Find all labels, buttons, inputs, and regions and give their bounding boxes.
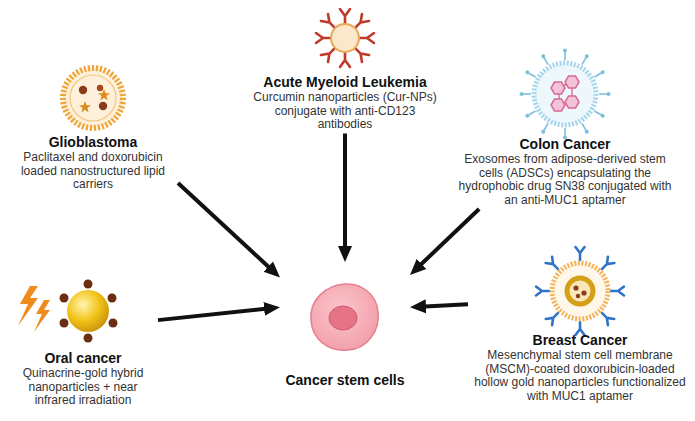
node-description: Mesenchymal stem cell membrane (MSCM)-co… (471, 349, 689, 403)
quinacrine-gold-icon (18, 280, 118, 343)
icon-space (11, 64, 175, 134)
icon-space (11, 274, 155, 350)
lipid-carrier-icon (63, 68, 123, 128)
node-description: Exosomes from adipose-derived stem cells… (455, 153, 675, 207)
arrow-connector (417, 209, 479, 268)
antibody-node: Acute Myeloid LeukemiaCurcumin nanoparti… (245, 2, 445, 134)
arrow-connector (420, 304, 468, 306)
icon-space (283, 264, 407, 372)
node-description: Curcumin nanoparticles (Cur-NPs) conjuga… (248, 91, 442, 132)
node-description: Paclitaxel and doxorubicin loaded nanost… (11, 151, 175, 192)
icon-space (248, 4, 442, 74)
membrane-node: Breast CancerMesenchymal stem cell membr… (468, 250, 692, 405)
node-title: Glioblastoma (11, 134, 175, 151)
gold-node: Oral cancerQuinacrine-gold hybrid nanopa… (8, 272, 158, 410)
node-title: Oral cancer (11, 350, 155, 367)
membrane-coated-gold-icon (536, 247, 624, 335)
node-title: Colon Cancer (455, 136, 675, 153)
arrow-connector (158, 308, 270, 320)
carrier-node: GlioblastomaPaclitaxel and doxorubicin l… (8, 62, 178, 194)
node-title: Breast Cancer (471, 332, 689, 349)
arrow-connector (178, 183, 273, 271)
exosome-node: Colon CancerExosomes from adipose-derive… (452, 52, 678, 209)
arrow-connector (343, 134, 347, 253)
antibody-nanoparticle-icon (316, 9, 374, 67)
target-node: Cancer stem cells (280, 262, 410, 391)
node-title: Cancer stem cells (283, 372, 407, 389)
icon-space (471, 252, 689, 332)
exosome-icon (520, 49, 611, 140)
cancer-cell-icon (311, 284, 378, 350)
icon-space (455, 54, 675, 136)
node-title: Acute Myeloid Leukemia (248, 74, 442, 91)
node-description: Quinacrine-gold hybrid nanoparticles + n… (11, 367, 155, 408)
